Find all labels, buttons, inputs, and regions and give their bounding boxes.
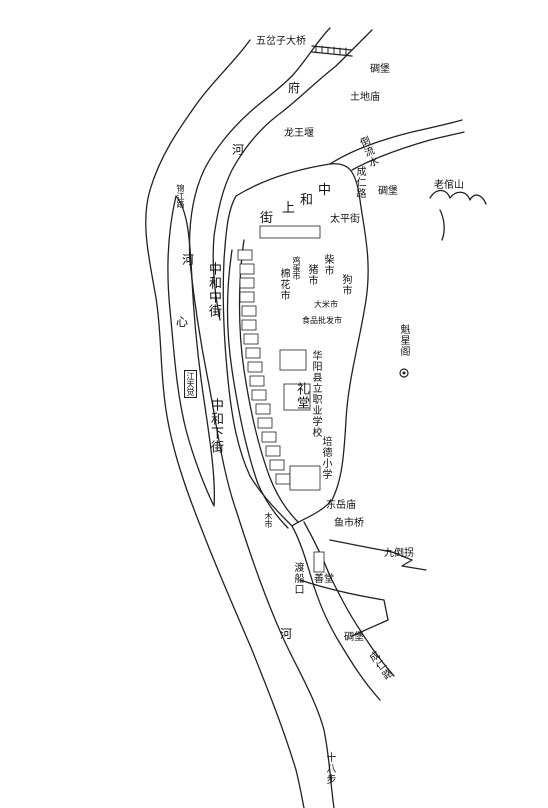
label-shanghe-he: 和 (300, 193, 314, 208)
road-jiudaoguai (329, 539, 427, 571)
building-rows (237, 225, 325, 573)
label-diaobao-south: 碉堡 (344, 632, 364, 643)
label-jidanshi: 鸡蛋市 (292, 256, 301, 280)
label-shanghe-shang: 上 (282, 201, 296, 216)
label-shiba-bu: 十八步 (324, 752, 335, 785)
label-xin: 心 (176, 315, 189, 329)
label-zhonghe-zhong-street: 中和中街 (206, 262, 221, 318)
town-boundary (222, 163, 369, 527)
label-wuchazi-bridge: 五岔子大桥 (256, 36, 306, 47)
label-fu: 府 (288, 81, 301, 95)
label-diaobao-east: 碉堡 (378, 186, 398, 197)
label-huayang-school: 华阳县立职业学校 (310, 350, 321, 438)
label-damishi: 大米市 (314, 300, 338, 309)
label-duchuankou: 渡船口 (292, 562, 303, 595)
label-kuixing-ge: 魁星阁 (398, 324, 409, 357)
label-mianhuashi: 棉花市 (278, 268, 289, 301)
label-tudi-temple: 土地庙 (350, 92, 380, 103)
label-river-he: 河 (232, 143, 245, 157)
label-zhushi: 猪市 (306, 264, 317, 286)
label-longwang-weir: 龙王堰 (284, 128, 314, 139)
label-yushi-bridge: 鱼市桥 (334, 518, 364, 529)
label-chaishi: 柴市 (322, 254, 333, 276)
label-jiudaoguai: 九倒拐 (384, 548, 414, 559)
label-shanghe-jie: 街 (260, 211, 274, 226)
label-dongyue-temple: 东岳庙 (326, 500, 356, 511)
label-shantang: 善堂 (314, 574, 334, 585)
label-chengren-road: 成仁路 (354, 166, 365, 199)
road-daoliushui (329, 119, 463, 165)
label-shipinshi: 食品批发市 (302, 316, 342, 325)
river-outer-bank (145, 39, 305, 808)
label-peide-school: 培德小学 (320, 436, 331, 480)
road-south (291, 525, 381, 701)
label-zhonghe-xia-street: 中和下街 (208, 398, 223, 454)
label-mushi: 木市 (264, 512, 273, 528)
label-taiping-street: 太平街 (330, 214, 360, 225)
label-river-he-south: 河 (280, 627, 293, 641)
label-litang: 礼堂 (294, 382, 309, 410)
river-east-bank (188, 27, 335, 808)
label-river-he-west: 河 (182, 253, 195, 267)
label-jinjiang-road: 锦江路 (176, 184, 185, 208)
bridge-wuchazi (311, 45, 353, 57)
river-west-bank (212, 29, 373, 321)
laoguan-hill (429, 189, 487, 241)
river-island (167, 195, 216, 507)
label-laoguan-shan: 老倌山 (434, 180, 464, 191)
main-street (226, 249, 289, 529)
label-goushi: 狗市 (340, 274, 351, 296)
label-diaobao-north: 碉堡 (370, 64, 390, 75)
label-jiangtian-jue: 江天觉 (184, 370, 197, 398)
label-shanghe-zhong: 中 (318, 183, 332, 198)
